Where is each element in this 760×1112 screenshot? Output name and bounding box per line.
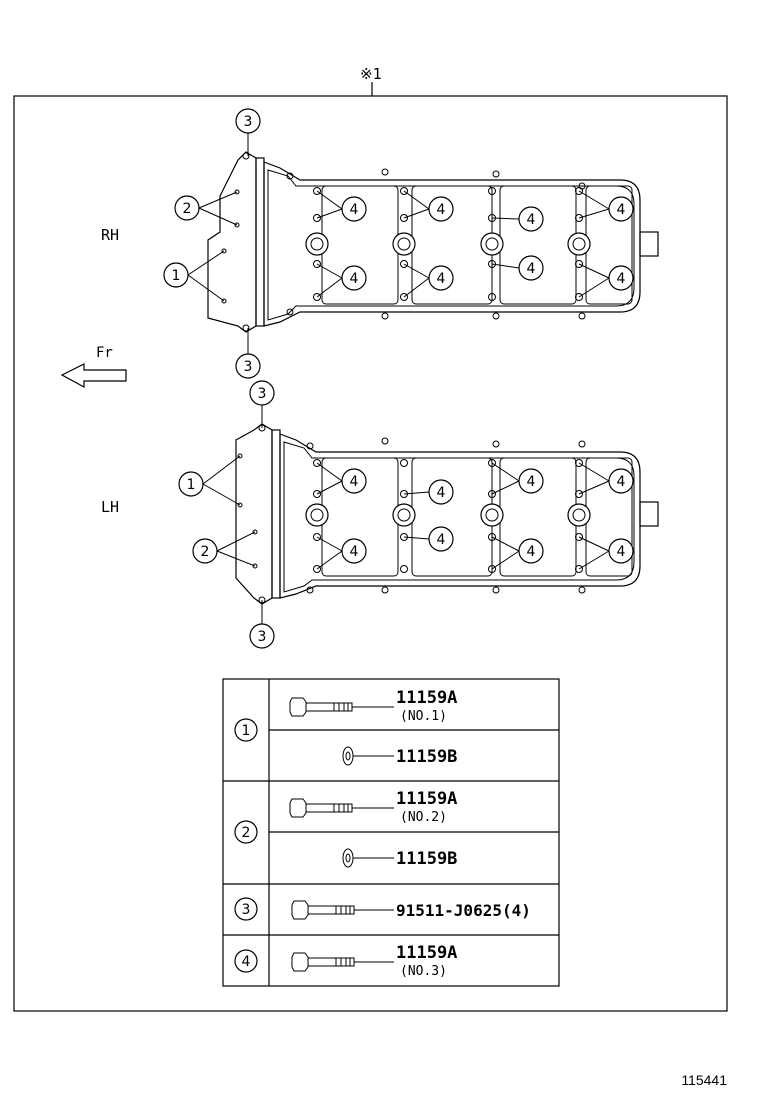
svg-text:1: 1 (242, 723, 251, 739)
svg-text:4: 4 (242, 954, 251, 970)
svg-text:3: 3 (258, 629, 267, 645)
rh-head-cover (207, 151, 659, 333)
svg-text:1: 1 (187, 477, 196, 493)
svg-text:4: 4 (617, 271, 626, 287)
part-note: (NO.1) (400, 709, 447, 724)
svg-text:4: 4 (527, 474, 536, 490)
bolt-icon (289, 798, 353, 818)
svg-text:2: 2 (183, 201, 192, 217)
header-mark: ※1 (360, 65, 382, 83)
table-callout-3: 3 (234, 897, 258, 921)
front-arrow-icon (60, 363, 127, 389)
parts-table: 1 2 3 4 11159A (NO.1) 11159B (222, 678, 560, 987)
svg-text:3: 3 (244, 114, 253, 130)
svg-text:4: 4 (527, 544, 536, 560)
part-number: 11159B (396, 747, 457, 767)
table-callout-1: 1 (234, 718, 258, 742)
part-number: 11159A (396, 789, 457, 809)
bank-label-rh: RH (101, 226, 119, 244)
svg-text:3: 3 (258, 386, 267, 402)
lh-head-cover (235, 423, 659, 605)
svg-text:4: 4 (437, 485, 446, 501)
svg-text:3: 3 (244, 359, 253, 375)
svg-text:4: 4 (527, 261, 536, 277)
svg-text:4: 4 (437, 532, 446, 548)
part-number: 11159B (396, 849, 457, 869)
svg-text:4: 4 (617, 202, 626, 218)
table-callout-2: 2 (234, 820, 258, 844)
bank-label-lh: LH (101, 498, 119, 516)
figure-id: 115441 (681, 1072, 727, 1088)
svg-text:4: 4 (350, 202, 359, 218)
part-note: (NO.2) (400, 810, 447, 825)
bolt-icon (291, 952, 355, 972)
bolt-icon (289, 697, 353, 717)
svg-text:4: 4 (617, 544, 626, 560)
washer-icon (342, 746, 354, 766)
rh-callouts: 3 3 2 1 4 4 4 4 4 4 4 4 (163, 108, 634, 379)
svg-text:2: 2 (242, 825, 251, 841)
svg-text:4: 4 (350, 271, 359, 287)
lh-callouts: 3 3 1 2 4 4 4 4 4 4 4 4 (178, 380, 634, 649)
part-number: 11159A (396, 943, 457, 963)
part-number: 11159A (396, 688, 457, 708)
part-note: (NO.3) (400, 964, 447, 979)
front-label: Fr (96, 345, 113, 361)
svg-text:4: 4 (527, 212, 536, 228)
svg-text:4: 4 (350, 474, 359, 490)
svg-text:4: 4 (437, 202, 446, 218)
diagram-frame (13, 95, 728, 1012)
svg-text:3: 3 (242, 902, 251, 918)
table-callout-4: 4 (234, 949, 258, 973)
svg-text:4: 4 (437, 271, 446, 287)
bolt-icon (291, 900, 355, 920)
svg-text:1: 1 (172, 268, 181, 284)
svg-text:4: 4 (350, 544, 359, 560)
svg-text:2: 2 (201, 544, 210, 560)
part-number: 91511-J0625(4) (396, 901, 531, 920)
svg-text:4: 4 (617, 474, 626, 490)
washer-icon (342, 848, 354, 868)
